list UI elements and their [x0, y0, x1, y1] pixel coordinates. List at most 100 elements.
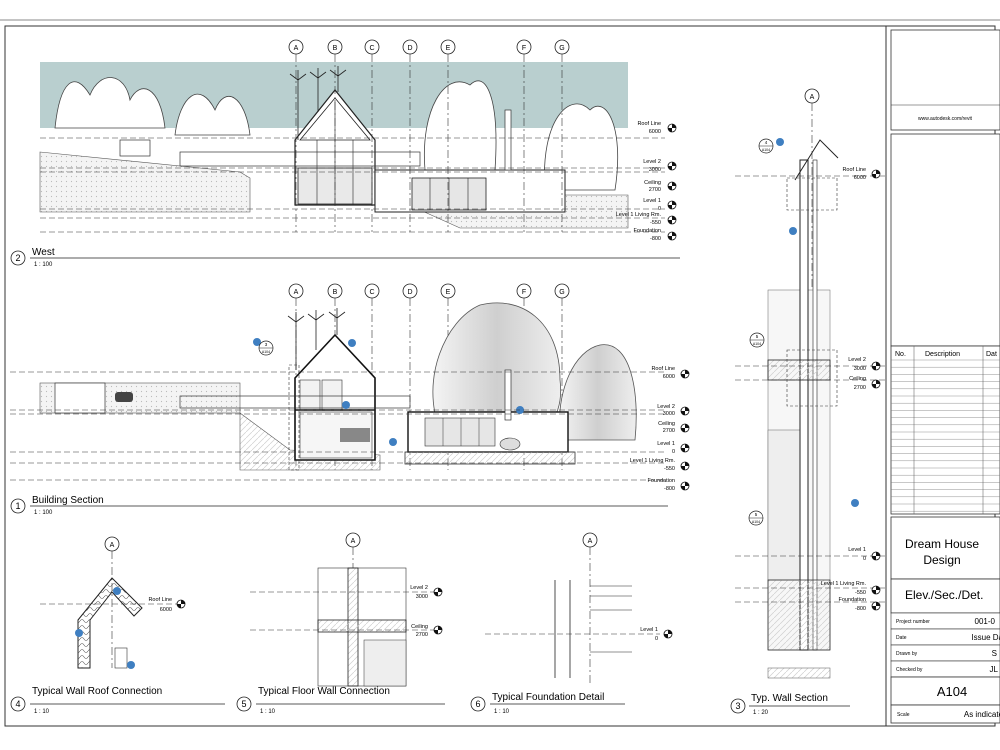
view-scale: 1 : 100 — [34, 262, 53, 268]
ws-level2-label: Level 2 — [848, 357, 866, 363]
level-marker-icon — [667, 231, 677, 241]
sec-ceiling-label: Ceiling — [658, 421, 675, 427]
level-marker-icon — [871, 585, 881, 595]
detail4-info-markers[interactable] — [75, 587, 135, 669]
callout-sheet: A104 — [752, 520, 760, 524]
project-name-line1: Dream House — [905, 537, 979, 551]
view-title-west[interactable]: 2 West 1 : 100 — [10, 247, 680, 268]
sec-living-value: -550 — [664, 466, 675, 472]
grid-bubble-label: B — [333, 289, 338, 296]
grid-bubble-label: A — [294, 45, 299, 52]
level-marker-icon — [680, 423, 690, 433]
view-title-floor-wall[interactable]: 5 Typical Floor Wall Connection 1 : 10 — [236, 686, 445, 715]
view-title: Typ. Wall Section — [751, 693, 828, 704]
grid-bubble[interactable] — [516, 283, 532, 299]
grid-bubble[interactable] — [327, 39, 343, 55]
view-scale: 1 : 20 — [753, 710, 769, 716]
info-rows: Project number 001-0 Date Issue Da Drawn… — [890, 612, 1000, 678]
scale-value: As indicate — [964, 710, 1000, 719]
grid-bubble[interactable] — [554, 283, 570, 299]
callout-sheet: A104 — [753, 342, 761, 346]
view-title-foundation-detail[interactable]: 6 Typical Foundation Detail 1 : 10 — [470, 692, 625, 715]
grid-bubble[interactable] — [516, 39, 532, 55]
detail6-level1-label: Level 1 — [640, 627, 658, 633]
sec-level1-label: Level 1 — [657, 441, 675, 447]
row-label: Checked by — [896, 667, 923, 673]
project-name-line2: Design — [923, 553, 960, 567]
grid-bubble-label: C — [369, 289, 374, 296]
grid-bubble-label: D — [407, 289, 412, 296]
grid-bubble-label: E — [446, 289, 451, 296]
view-title-wall-section[interactable]: 3 Typ. Wall Section 1 : 20 — [730, 693, 850, 716]
grid-bubble[interactable] — [288, 39, 304, 55]
grid-bubble[interactable] — [440, 283, 456, 299]
view-scale: 1 : 100 — [34, 510, 53, 516]
west-roofline-label: Roof Line — [637, 121, 661, 127]
scale-label: Scale — [897, 712, 910, 718]
sec-foundation-value: -800 — [664, 486, 675, 492]
grid-bubble-label: A — [351, 538, 356, 545]
callout-sheet: A104 — [762, 148, 770, 152]
grid-bubble[interactable] — [402, 39, 418, 55]
level-marker-icon — [667, 200, 677, 210]
view-title-building-section[interactable]: 1 Building Section 1 : 100 — [10, 495, 668, 516]
view-number: 4 — [15, 699, 20, 709]
west-tree — [174, 93, 251, 136]
level-marker-icon — [667, 215, 677, 225]
grid-bubble[interactable] — [364, 39, 380, 55]
west-level2-value: 3000 — [649, 167, 661, 173]
car-icon — [115, 392, 133, 402]
callout-number: 5 — [755, 512, 758, 517]
level-marker-icon — [667, 123, 677, 133]
section-turbines — [287, 308, 346, 370]
sheet-number: A104 — [937, 684, 967, 699]
west-level1-label: Level 1 — [643, 198, 661, 204]
row-value: JL — [990, 665, 999, 674]
callout-4[interactable]: 4 A104 — [758, 138, 774, 154]
ws-info-markers[interactable] — [776, 138, 859, 507]
rev-header-date: Dat — [986, 351, 997, 358]
west-level1-value: 0 — [658, 206, 661, 212]
grid-bubble[interactable] — [402, 283, 418, 299]
grid-bubble[interactable] — [327, 283, 343, 299]
row-value: Issue Da — [971, 633, 1000, 642]
view-title-wall-roof[interactable]: 4 Typical Wall Roof Connection 1 : 10 — [10, 686, 225, 715]
consultants-area — [890, 133, 1000, 347]
view-number: 3 — [735, 701, 740, 711]
grid-bubble-label: A — [588, 538, 593, 545]
detail5-level2-value: 3000 — [416, 594, 428, 600]
grid-bubble[interactable] — [288, 283, 304, 299]
grid-bubble[interactable] — [554, 39, 570, 55]
company-url: www.autodesk.com/revit — [918, 116, 973, 122]
callout-5-upper[interactable]: 5 A104 — [749, 332, 765, 348]
view-scale: 1 : 10 — [260, 709, 276, 715]
section-railing — [179, 395, 411, 409]
rev-header-description: Description — [925, 351, 960, 358]
west-railing — [179, 151, 421, 167]
ws-roofline-value: 6000 — [854, 175, 866, 181]
sec-roofline-label: Roof Line — [651, 366, 675, 372]
view-number: 6 — [475, 699, 480, 709]
rev-header-no: No. — [895, 351, 906, 358]
grid-bubble-label: D — [407, 45, 412, 52]
west-level-lines — [40, 137, 665, 233]
level-marker-icon — [680, 461, 690, 471]
west-living-label: Level 1 Living Rm. — [616, 212, 662, 218]
section-kitchen — [299, 411, 373, 459]
west-roofline-value: 6000 — [649, 129, 661, 135]
row-label: Project number — [896, 619, 930, 625]
callout-5-lower[interactable]: 5 A104 — [748, 510, 764, 526]
callout-3[interactable]: 3 A104 — [258, 340, 300, 471]
sheet-number-box — [890, 676, 1000, 706]
sec-living-label: Level 1 Living Rm. — [630, 458, 676, 464]
grid-bubble[interactable] — [364, 283, 380, 299]
logo-area — [890, 29, 1000, 131]
west-living-value: -550 — [650, 220, 661, 226]
view-title: West — [32, 247, 55, 258]
section-tree-small — [558, 344, 637, 441]
ws-living-label: Level 1 Living Rm. — [821, 581, 867, 587]
grid-bubble[interactable] — [440, 39, 456, 55]
level-marker-icon — [871, 361, 881, 371]
